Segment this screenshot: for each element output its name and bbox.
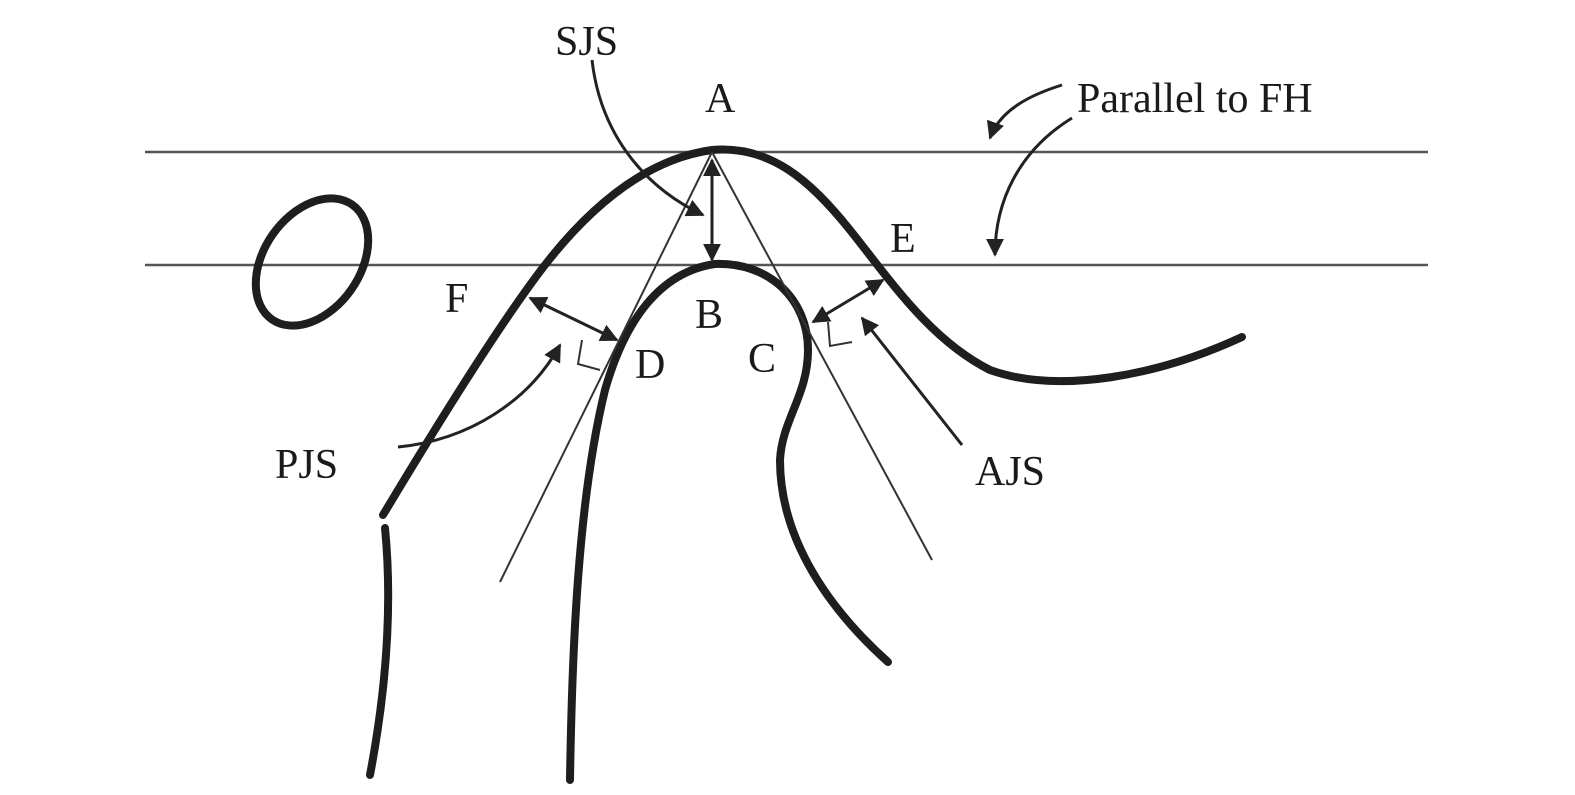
label-d: D — [635, 342, 665, 388]
label-ajs: AJS — [975, 449, 1045, 495]
right-angle-marker-anterior — [827, 321, 853, 348]
posterior-wall-outline — [366, 524, 393, 779]
right-angle-marker-posterior — [576, 339, 601, 371]
pjs-pointer-arrow — [397, 343, 562, 449]
label-f: F — [445, 276, 468, 322]
parallel-pointer-arrow-upper — [986, 83, 1063, 140]
label-b: B — [695, 292, 723, 338]
ajs-pointer-arrow — [860, 316, 964, 446]
sjs-pointer-arrow — [590, 59, 705, 217]
label-sjs: SJS — [555, 19, 618, 65]
tangent-line-posterior — [499, 151, 713, 583]
tangent-line-anterior — [711, 151, 933, 561]
ajs-measure-arrow — [811, 278, 885, 324]
glenoid-fossa-outline — [379, 145, 1246, 519]
condyle-outline — [566, 259, 892, 784]
label-c: C — [748, 336, 776, 382]
pjs-measure-arrow — [528, 296, 619, 342]
label-pjs: PJS — [275, 442, 338, 488]
parallel-pointer-arrow-lower — [986, 116, 1073, 257]
label-a: A — [705, 76, 736, 122]
label-parallel-to-fh: Parallel to FH — [1077, 76, 1313, 122]
label-e: E — [890, 216, 916, 262]
ear-canal-outline — [251, 194, 373, 330]
